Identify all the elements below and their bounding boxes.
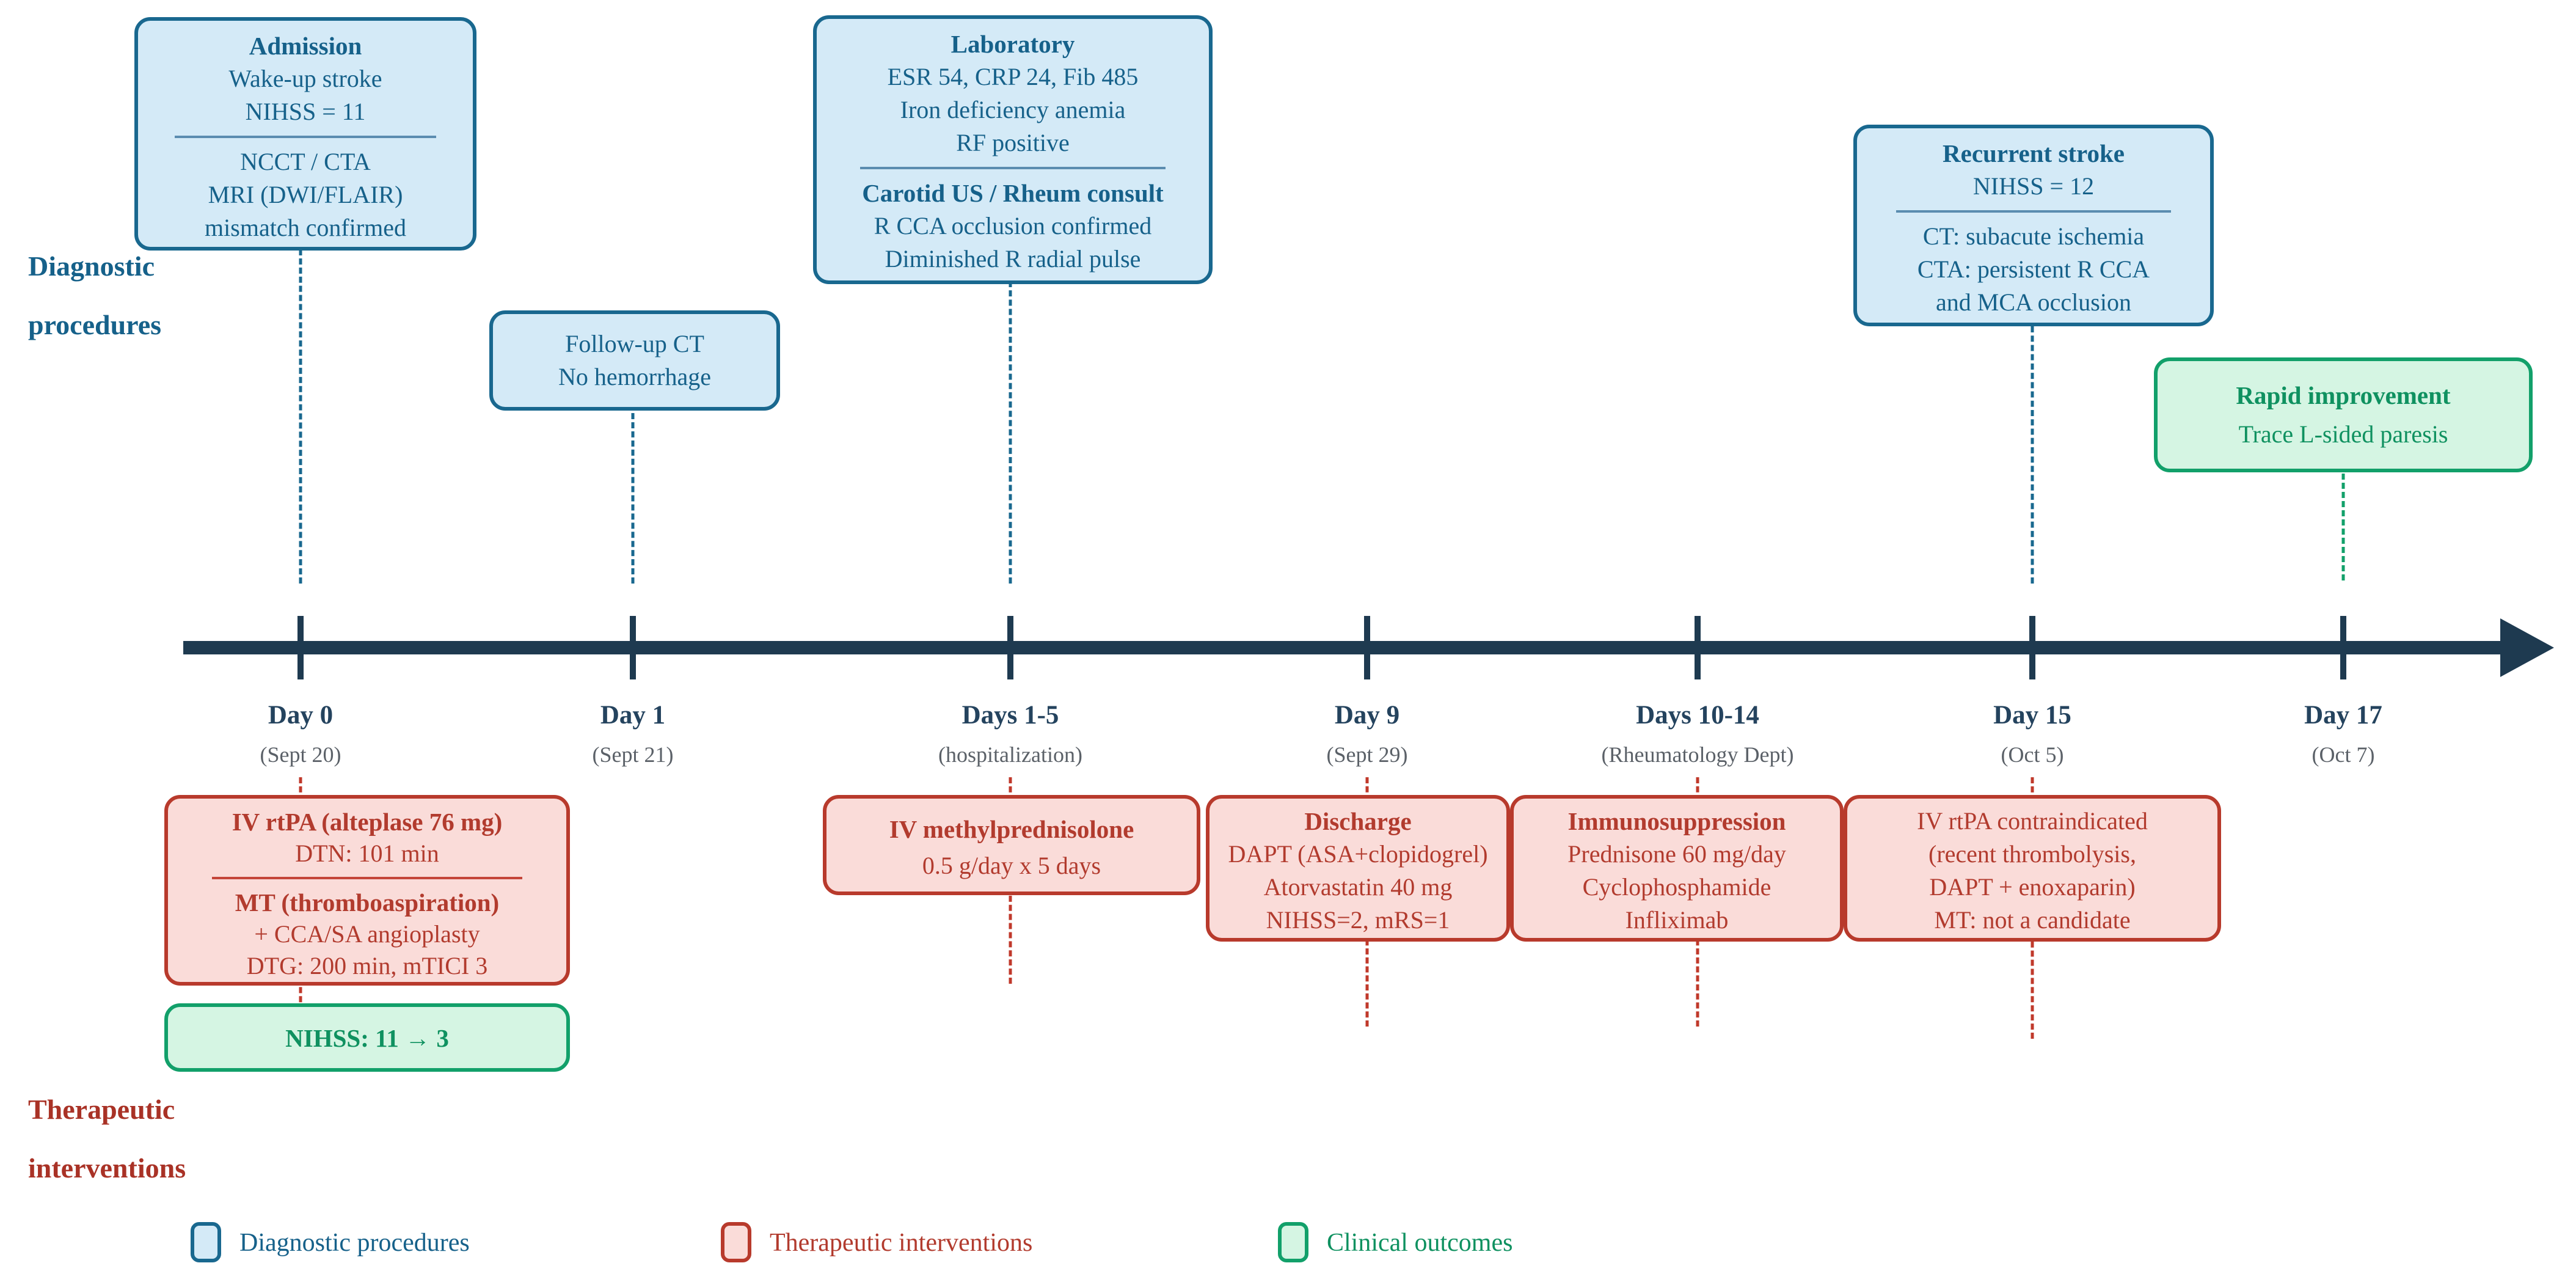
date-label-3: (Sept 29) bbox=[1326, 742, 1408, 767]
rapid-improvement-box: Rapid improvement Trace L-sided paresis bbox=[2154, 357, 2533, 472]
day-label-2: Days 1-5 bbox=[961, 701, 1059, 730]
laboratory-line: RF positive bbox=[956, 129, 1070, 156]
day-label-3: Day 9 bbox=[1334, 701, 1400, 730]
iv-rtpa-line: DTN: 101 min bbox=[295, 840, 439, 867]
iv-rtpa-divider bbox=[211, 877, 523, 879]
methylprednisolone-line: 0.5 g/day x 5 days bbox=[922, 852, 1101, 879]
timeline-arrowhead-icon bbox=[2500, 618, 2554, 677]
therapeutic-label-line2: interventions bbox=[28, 1152, 186, 1184]
laboratory-line: R CCA occlusion confirmed bbox=[874, 212, 1152, 240]
laboratory-title: Laboratory bbox=[950, 30, 1075, 58]
nihss-outcome-title: NIHSS: 11 → 3 bbox=[285, 1024, 449, 1052]
admission-title: Admission bbox=[249, 32, 362, 60]
connector-followup-ct bbox=[631, 413, 635, 584]
rapid-improvement-line: Trace L-sided paresis bbox=[2238, 420, 2448, 448]
date-label-2: (hospitalization) bbox=[938, 742, 1082, 767]
therapeutic-label-line1: Therapeutic bbox=[28, 1094, 175, 1125]
laboratory-box: Laboratory ESR 54, CRP 24, Fib 485 Iron … bbox=[813, 15, 1213, 284]
tick-day-1 bbox=[630, 616, 636, 679]
rtpa-contraindicated-line: (recent thrombolysis, bbox=[1928, 840, 2136, 868]
recurrent-stroke-line: NIHSS = 12 bbox=[1972, 172, 2095, 200]
admission-line: mismatch confirmed bbox=[205, 214, 406, 241]
methylprednisolone-title: IV methylprednisolone bbox=[889, 815, 1134, 843]
admission-line: NCCT / CTA bbox=[240, 148, 371, 175]
followup-ct-box: Follow-up CT No hemorrhage bbox=[489, 310, 780, 411]
connector-recurrent-stroke bbox=[2031, 326, 2034, 584]
diagnostic-label-line1: Diagnostic bbox=[28, 251, 155, 282]
tick-day-17 bbox=[2340, 616, 2346, 679]
immunosuppression-line: Infliximab bbox=[1625, 906, 1729, 934]
discharge-line: Atorvastatin 40 mg bbox=[1263, 873, 1453, 901]
immunosuppression-box: Immunosuppression Prednisone 60 mg/day C… bbox=[1510, 795, 1844, 942]
admission-divider bbox=[175, 136, 436, 138]
tick-days-10-14 bbox=[1695, 616, 1701, 679]
iv-rtpa-line: DTG: 200 min, mTICI 3 bbox=[246, 952, 488, 979]
nihss-outcome-box: NIHSS: 11 → 3 bbox=[164, 1003, 570, 1072]
rtpa-contraindicated-line: MT: not a candidate bbox=[1934, 906, 2131, 934]
discharge-title: Discharge bbox=[1304, 807, 1412, 835]
admission-line: Wake-up stroke bbox=[228, 65, 382, 92]
tick-days-1-5 bbox=[1007, 616, 1013, 679]
rtpa-contraindicated-line: IV rtPA contraindicated bbox=[1917, 807, 2148, 835]
followup-ct-line: Follow-up CT bbox=[565, 330, 704, 357]
timeline-axis bbox=[183, 641, 2511, 654]
laboratory-line: Iron deficiency anemia bbox=[900, 96, 1126, 123]
iv-rtpa-subtitle: MT (thromboaspiration) bbox=[235, 888, 500, 917]
laboratory-line: ESR 54, CRP 24, Fib 485 bbox=[887, 63, 1139, 90]
tick-day-15 bbox=[2029, 616, 2035, 679]
legend-label-diagnostic: Diagnostic procedures bbox=[239, 1229, 470, 1257]
rapid-improvement-title: Rapid improvement bbox=[2236, 381, 2451, 409]
discharge-line: DAPT (ASA+clopidogrel) bbox=[1228, 840, 1488, 868]
recurrent-stroke-divider bbox=[1896, 210, 2172, 213]
legend-swatch-therapeutic bbox=[721, 1222, 751, 1262]
discharge-line: NIHSS=2, mRS=1 bbox=[1266, 906, 1450, 934]
legend-label-therapeutic: Therapeutic interventions bbox=[770, 1229, 1033, 1257]
legend-swatch-diagnostic bbox=[191, 1222, 221, 1262]
rtpa-contraindicated-box: IV rtPA contraindicated (recent thrombol… bbox=[1844, 795, 2221, 942]
connector-admission bbox=[299, 249, 302, 584]
laboratory-divider bbox=[859, 167, 1166, 169]
admission-line: MRI (DWI/FLAIR) bbox=[208, 181, 403, 208]
discharge-box: Discharge DAPT (ASA+clopidogrel) Atorvas… bbox=[1206, 795, 1510, 942]
legend-label-outcomes: Clinical outcomes bbox=[1327, 1229, 1513, 1257]
admission-line: NIHSS = 11 bbox=[245, 98, 366, 125]
tick-day-0 bbox=[297, 616, 304, 679]
diagnostic-label-line2: procedures bbox=[28, 309, 162, 340]
legend-swatch-outcomes bbox=[1278, 1222, 1308, 1262]
recurrent-stroke-line: CTA: persistent R CCA bbox=[1917, 255, 2150, 283]
day-label-0: Day 0 bbox=[268, 701, 334, 730]
rtpa-contraindicated-line: DAPT + enoxaparin) bbox=[1929, 873, 2136, 901]
admission-box: Admission Wake-up stroke NIHSS = 11 NCCT… bbox=[134, 17, 476, 251]
therapeutic-interventions-label: Therapeutic interventions bbox=[28, 1080, 186, 1198]
recurrent-stroke-title: Recurrent stroke bbox=[1943, 139, 2125, 167]
iv-rtpa-title: IV rtPA (alteplase 76 mg) bbox=[232, 808, 503, 836]
iv-rtpa-box: IV rtPA (alteplase 76 mg) DTN: 101 min M… bbox=[164, 795, 570, 986]
recurrent-stroke-box: Recurrent stroke NIHSS = 12 CT: subacute… bbox=[1853, 125, 2214, 326]
immunosuppression-title: Immunosuppression bbox=[1567, 807, 1786, 835]
date-label-4: (Rheumatology Dept) bbox=[1601, 742, 1794, 767]
immunosuppression-line: Cyclophosphamide bbox=[1582, 873, 1771, 901]
immunosuppression-line: Prednisone 60 mg/day bbox=[1567, 840, 1786, 868]
followup-ct-line: No hemorrhage bbox=[558, 363, 711, 390]
recurrent-stroke-line: and MCA occlusion bbox=[1936, 288, 2131, 316]
date-label-1: (Sept 21) bbox=[592, 742, 674, 767]
day-label-1: Day 1 bbox=[600, 701, 666, 730]
methylprednisolone-box: IV methylprednisolone 0.5 g/day x 5 days bbox=[823, 795, 1200, 895]
iv-rtpa-line: + CCA/SA angioplasty bbox=[254, 920, 480, 948]
day-label-5: Day 15 bbox=[1993, 701, 2071, 730]
connector-rapid-improvement bbox=[2341, 474, 2345, 580]
diagnostic-procedures-label: Diagnostic procedures bbox=[28, 237, 161, 354]
date-label-0: (Sept 20) bbox=[260, 742, 341, 767]
laboratory-line: Diminished R radial pulse bbox=[885, 245, 1141, 273]
day-label-6: Day 17 bbox=[2304, 701, 2382, 730]
date-label-6: (Oct 7) bbox=[2311, 742, 2375, 767]
tick-day-9 bbox=[1364, 616, 1370, 679]
date-label-5: (Oct 5) bbox=[2001, 742, 2064, 767]
day-label-4: Days 10-14 bbox=[1636, 701, 1759, 730]
connector-laboratory bbox=[1009, 281, 1012, 584]
recurrent-stroke-line: CT: subacute ischemia bbox=[1922, 222, 2145, 250]
laboratory-subtitle: Carotid US / Rheum consult bbox=[862, 179, 1164, 207]
